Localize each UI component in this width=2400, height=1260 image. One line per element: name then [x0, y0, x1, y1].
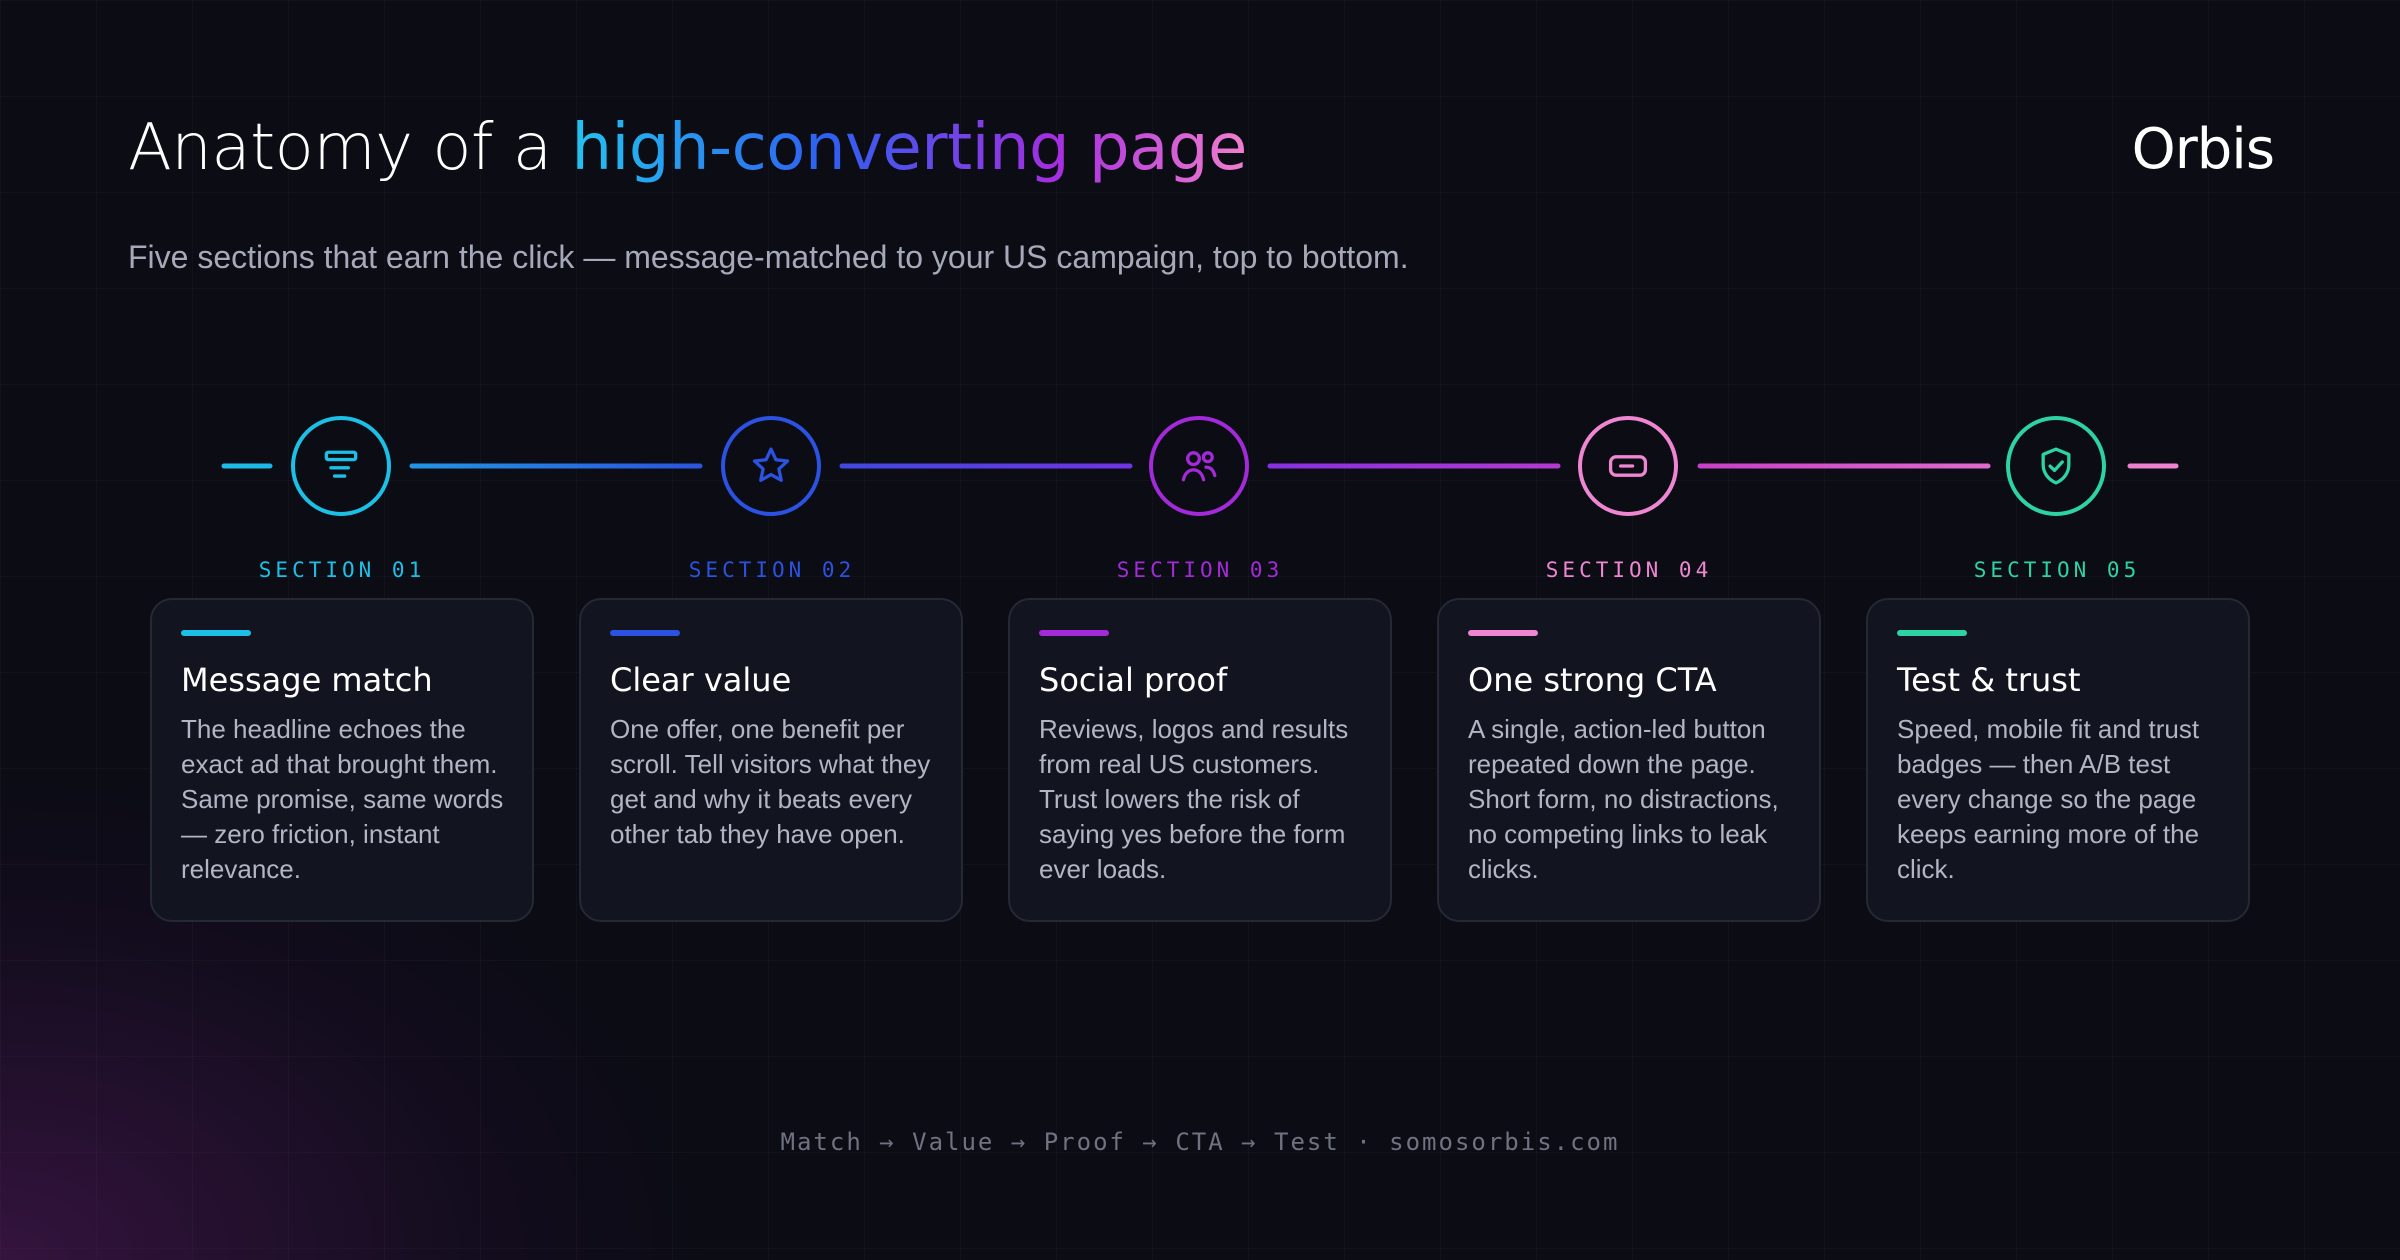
text-lines-icon	[324, 450, 358, 478]
section-02-title: Clear value	[610, 661, 792, 699]
section-05-label: SECTION 05	[1973, 558, 2141, 582]
section-03-node	[1149, 416, 1249, 516]
subtitle: Five sections that earn the click — mess…	[128, 239, 1409, 275]
page-title: Anatomy of a high-converting page	[128, 104, 1247, 192]
section-04-card: One strong CTA A single, action-led butt…	[1437, 598, 1821, 922]
section-03-label: SECTION 03	[1116, 558, 1284, 582]
section-05-accent-bar	[1897, 630, 1967, 636]
button-icon	[1608, 455, 1648, 477]
star-icon	[752, 447, 790, 482]
section-04-body: A single, action-led button repeated dow…	[1468, 714, 1779, 884]
section-03-title: Social proof	[1039, 661, 1228, 699]
section-02-card: Clear value One offer, one benefit per s…	[579, 598, 963, 922]
section-02-accent-bar	[610, 630, 680, 636]
section-01-body: The headline echoes the exact ad that br…	[181, 714, 504, 884]
section-01-title: Message match	[181, 661, 433, 699]
section-02-node	[721, 416, 821, 516]
title-prefix: Anatomy of a	[128, 111, 572, 185]
section-02-label: SECTION 02	[688, 558, 856, 582]
title-highlight: high-converting page	[571, 111, 1247, 185]
section-03-card: Social proof Reviews, logos and results …	[1008, 598, 1392, 922]
section-03-accent-bar	[1039, 630, 1109, 636]
section-04-node	[1578, 416, 1678, 516]
brand-logo: Orbis	[2131, 117, 2275, 182]
section-05-card: Test & trust Speed, mobile fit and trust…	[1866, 598, 2250, 922]
section-02-body: One offer, one benefit per scroll. Tell …	[610, 714, 931, 849]
section-05-node	[2006, 416, 2106, 516]
section-04-accent-bar	[1468, 630, 1538, 636]
section-05-title: Test & trust	[1897, 661, 2081, 699]
footer-caption: Match → Value → Proof → CTA → Test · som…	[780, 1128, 1620, 1156]
section-01-node	[291, 416, 391, 516]
section-05-body: Speed, mobile fit and trust badges — the…	[1897, 714, 2200, 884]
section-01-accent-bar	[181, 630, 251, 636]
section-01-label: SECTION 01	[258, 558, 426, 582]
users-icon	[1181, 451, 1217, 482]
section-04-title: One strong CTA	[1468, 661, 1717, 699]
section-03-body: Reviews, logos and results from real US …	[1039, 714, 1349, 884]
section-01-card: Message match The headline echoes the ex…	[150, 598, 534, 922]
shield-check-icon	[2041, 447, 2071, 485]
section-04-label: SECTION 04	[1545, 558, 1713, 582]
